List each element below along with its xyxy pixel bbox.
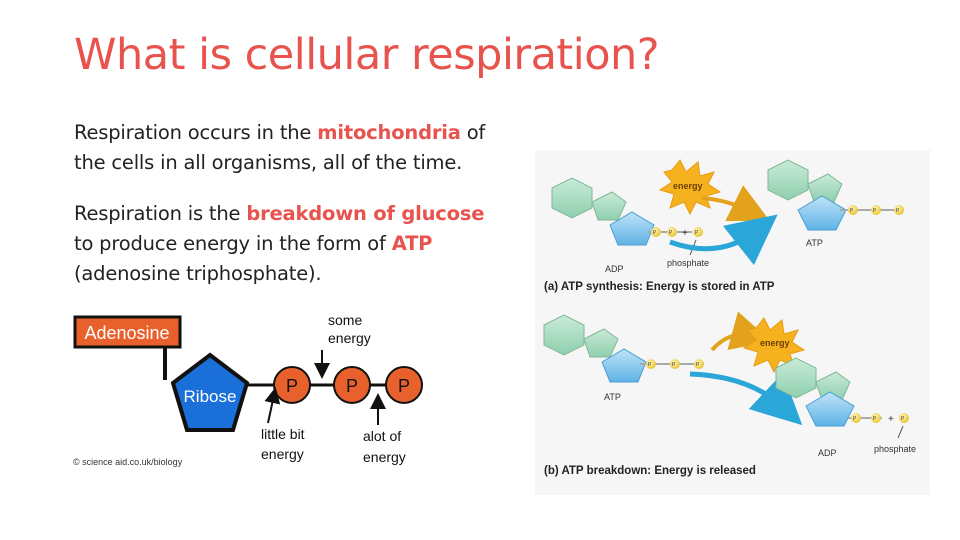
adenosine-box: [73, 315, 182, 349]
phosphate-ball: [871, 413, 881, 423]
energy-label-b: energy: [760, 338, 790, 348]
phosphate-ball: [871, 205, 881, 215]
atp-label-b: ATP: [604, 392, 621, 402]
phosphate-p-glyph: P: [696, 362, 700, 368]
ribose-pentagon-adp-b: [805, 391, 855, 427]
plus-sign: +: [888, 414, 894, 425]
highlight-atp: ATP: [391, 232, 433, 255]
phosphate-p-glyph: P: [672, 362, 676, 368]
adenine-pentagon: [583, 328, 619, 358]
phosphate-p-glyph: P: [873, 208, 877, 214]
caption-a: (a) ATP synthesis: Energy is stored in A…: [544, 281, 775, 293]
adenosine-label: Adenosine: [84, 323, 169, 343]
atp-label-a: ATP: [806, 238, 823, 248]
phosphate-ball: [694, 359, 704, 369]
plus-sign: +: [682, 228, 688, 239]
phosphate-ball: [851, 413, 861, 423]
caption-b: (b) ATP breakdown: Energy is released: [544, 465, 756, 477]
phosphate-label-b: phosphate: [874, 444, 916, 454]
para1-line2: the cells in all organisms, all of the t…: [74, 151, 463, 174]
little-energy-label-1: little bit: [261, 426, 305, 442]
phosphate-label-a: phosphate: [667, 258, 709, 268]
highlight-breakdown-of-glucose: breakdown of glucose: [246, 202, 485, 225]
text-segment: to produce energy in the form of: [74, 232, 392, 255]
free-phosphate-ball: [899, 413, 909, 423]
highlight-mitochondria: mitochondria: [317, 121, 461, 144]
adenine-pentagon: [591, 191, 627, 221]
text-segment: of: [460, 121, 486, 144]
phosphate-ball: [848, 205, 858, 215]
phosphate-ball: [646, 359, 656, 369]
little-energy-label-2: energy: [261, 446, 304, 462]
some-energy-label-1: some: [328, 312, 362, 328]
para2-line2: to produce energy in the form of ATP: [74, 229, 484, 259]
phosphate-p-glyph: P: [669, 230, 673, 236]
adenine-hexagon: [767, 159, 809, 201]
adenine-pentagon: [807, 173, 843, 203]
text-segment: Respiration occurs in the: [74, 121, 318, 144]
phosphate-circle-3: [385, 366, 423, 404]
adenine-hexagon: [551, 177, 593, 219]
ribose-pentagon-a: [609, 211, 655, 246]
synthesis-arrow: [669, 214, 778, 266]
phosphate-ball: [651, 227, 661, 237]
energy-label-a: energy: [673, 181, 703, 191]
para1-line1: Respiration occurs in the mitochondria o…: [74, 118, 485, 148]
text-segment: Respiration is the: [74, 202, 247, 225]
slide-title: What is cellular respiration?: [74, 30, 660, 80]
phosphate-p-glyph: P: [695, 230, 699, 236]
little-energy-arrow: [264, 387, 281, 424]
free-phosphate-ball: [693, 227, 703, 237]
phosphate-p-glyph: P: [853, 416, 857, 422]
alot-energy-label-2: energy: [363, 449, 406, 465]
adp-label-b: ADP: [818, 448, 837, 458]
atp-cycle-diagram: P P + P ADP phosphate energy P P P ATP (…: [535, 150, 930, 495]
adp-label-a: ADP: [605, 264, 624, 274]
breakdown-panel: P P P ATP energy P P + P ADP phosphate (…: [543, 311, 916, 477]
ribose-pentagon: [170, 352, 250, 432]
phosphate-p-glyph: P: [850, 208, 854, 214]
adenine-hexagon: [543, 314, 585, 356]
synthesis-panel: P P + P ADP phosphate energy P P P ATP (…: [544, 159, 904, 293]
ribose-label: Ribose: [184, 387, 237, 406]
alot-energy-label-1: alot of: [363, 428, 401, 444]
credit-text: © science aid.co.uk/biology: [73, 457, 183, 467]
some-energy-label-2: energy: [328, 330, 371, 346]
paragraph-breakdown: Respiration is the breakdown of glucose …: [74, 199, 484, 289]
phosphate-circle-2: [333, 366, 371, 404]
atp-molecule-diagram: Adenosine Ribose P P P some energy littl…: [73, 312, 423, 467]
phosphate-ball: [670, 359, 680, 369]
phosphate-p-glyph: P: [901, 416, 905, 422]
phosphate-p-glyph: P: [873, 416, 877, 422]
phosphate-p-glyph: P: [653, 230, 657, 236]
breakdown-arrow: [689, 371, 803, 426]
energy-arrow-b: [710, 311, 772, 352]
energy-arrow-a: [701, 185, 770, 221]
energy-burst-a: [658, 159, 722, 216]
phosphate-pointer: [897, 425, 904, 439]
para2-line1: Respiration is the breakdown of glucose: [74, 199, 484, 229]
phosphate-p-glyph: P: [648, 362, 652, 368]
ribose-pentagon-atp-a: [797, 195, 847, 231]
phosphate-label-2: P: [346, 376, 358, 396]
adenine-hexagon: [775, 357, 817, 399]
para2-line3: (adenosine triphosphate).: [74, 262, 322, 285]
phosphate-ball: [667, 227, 677, 237]
phosphate-label-1: P: [286, 376, 298, 396]
phosphate-label-3: P: [398, 376, 410, 396]
paragraph-mitochondria: Respiration occurs in the mitochondria o…: [74, 118, 485, 178]
ribose-pentagon-b: [601, 348, 647, 383]
phosphate-ball: [894, 205, 904, 215]
phosphate-circle-1: [273, 366, 311, 404]
phosphate-p-glyph: P: [896, 208, 900, 214]
